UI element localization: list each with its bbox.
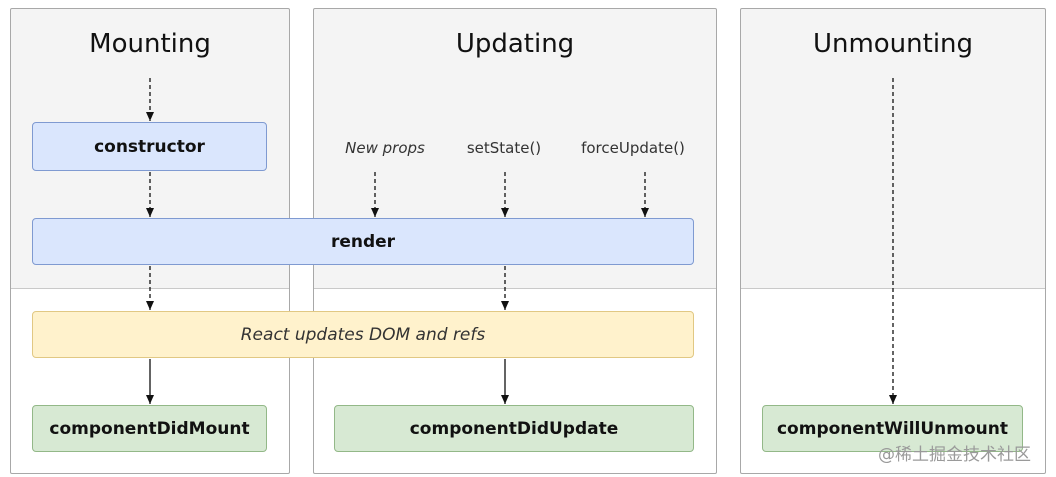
component-did-update-box: componentDidUpdate bbox=[334, 405, 694, 452]
component-did-mount-box: componentDidMount bbox=[32, 405, 267, 452]
component-will-unmount-box: componentWillUnmount bbox=[762, 405, 1023, 452]
react-updates-dom-box: React updates DOM and refs bbox=[32, 311, 694, 358]
mounting-title: Mounting bbox=[89, 29, 211, 59]
updating-title: Updating bbox=[455, 29, 575, 59]
render-box: render bbox=[32, 218, 694, 265]
unmounting-title: Unmounting bbox=[812, 29, 974, 59]
constructor-box: constructor bbox=[32, 122, 267, 171]
trigger-force-update: forceUpdate() bbox=[581, 139, 685, 157]
watermark: @稀土掘金技术社区 bbox=[878, 445, 1031, 465]
trigger-new-props: New props bbox=[345, 139, 425, 157]
trigger-set-state: setState() bbox=[466, 139, 542, 157]
